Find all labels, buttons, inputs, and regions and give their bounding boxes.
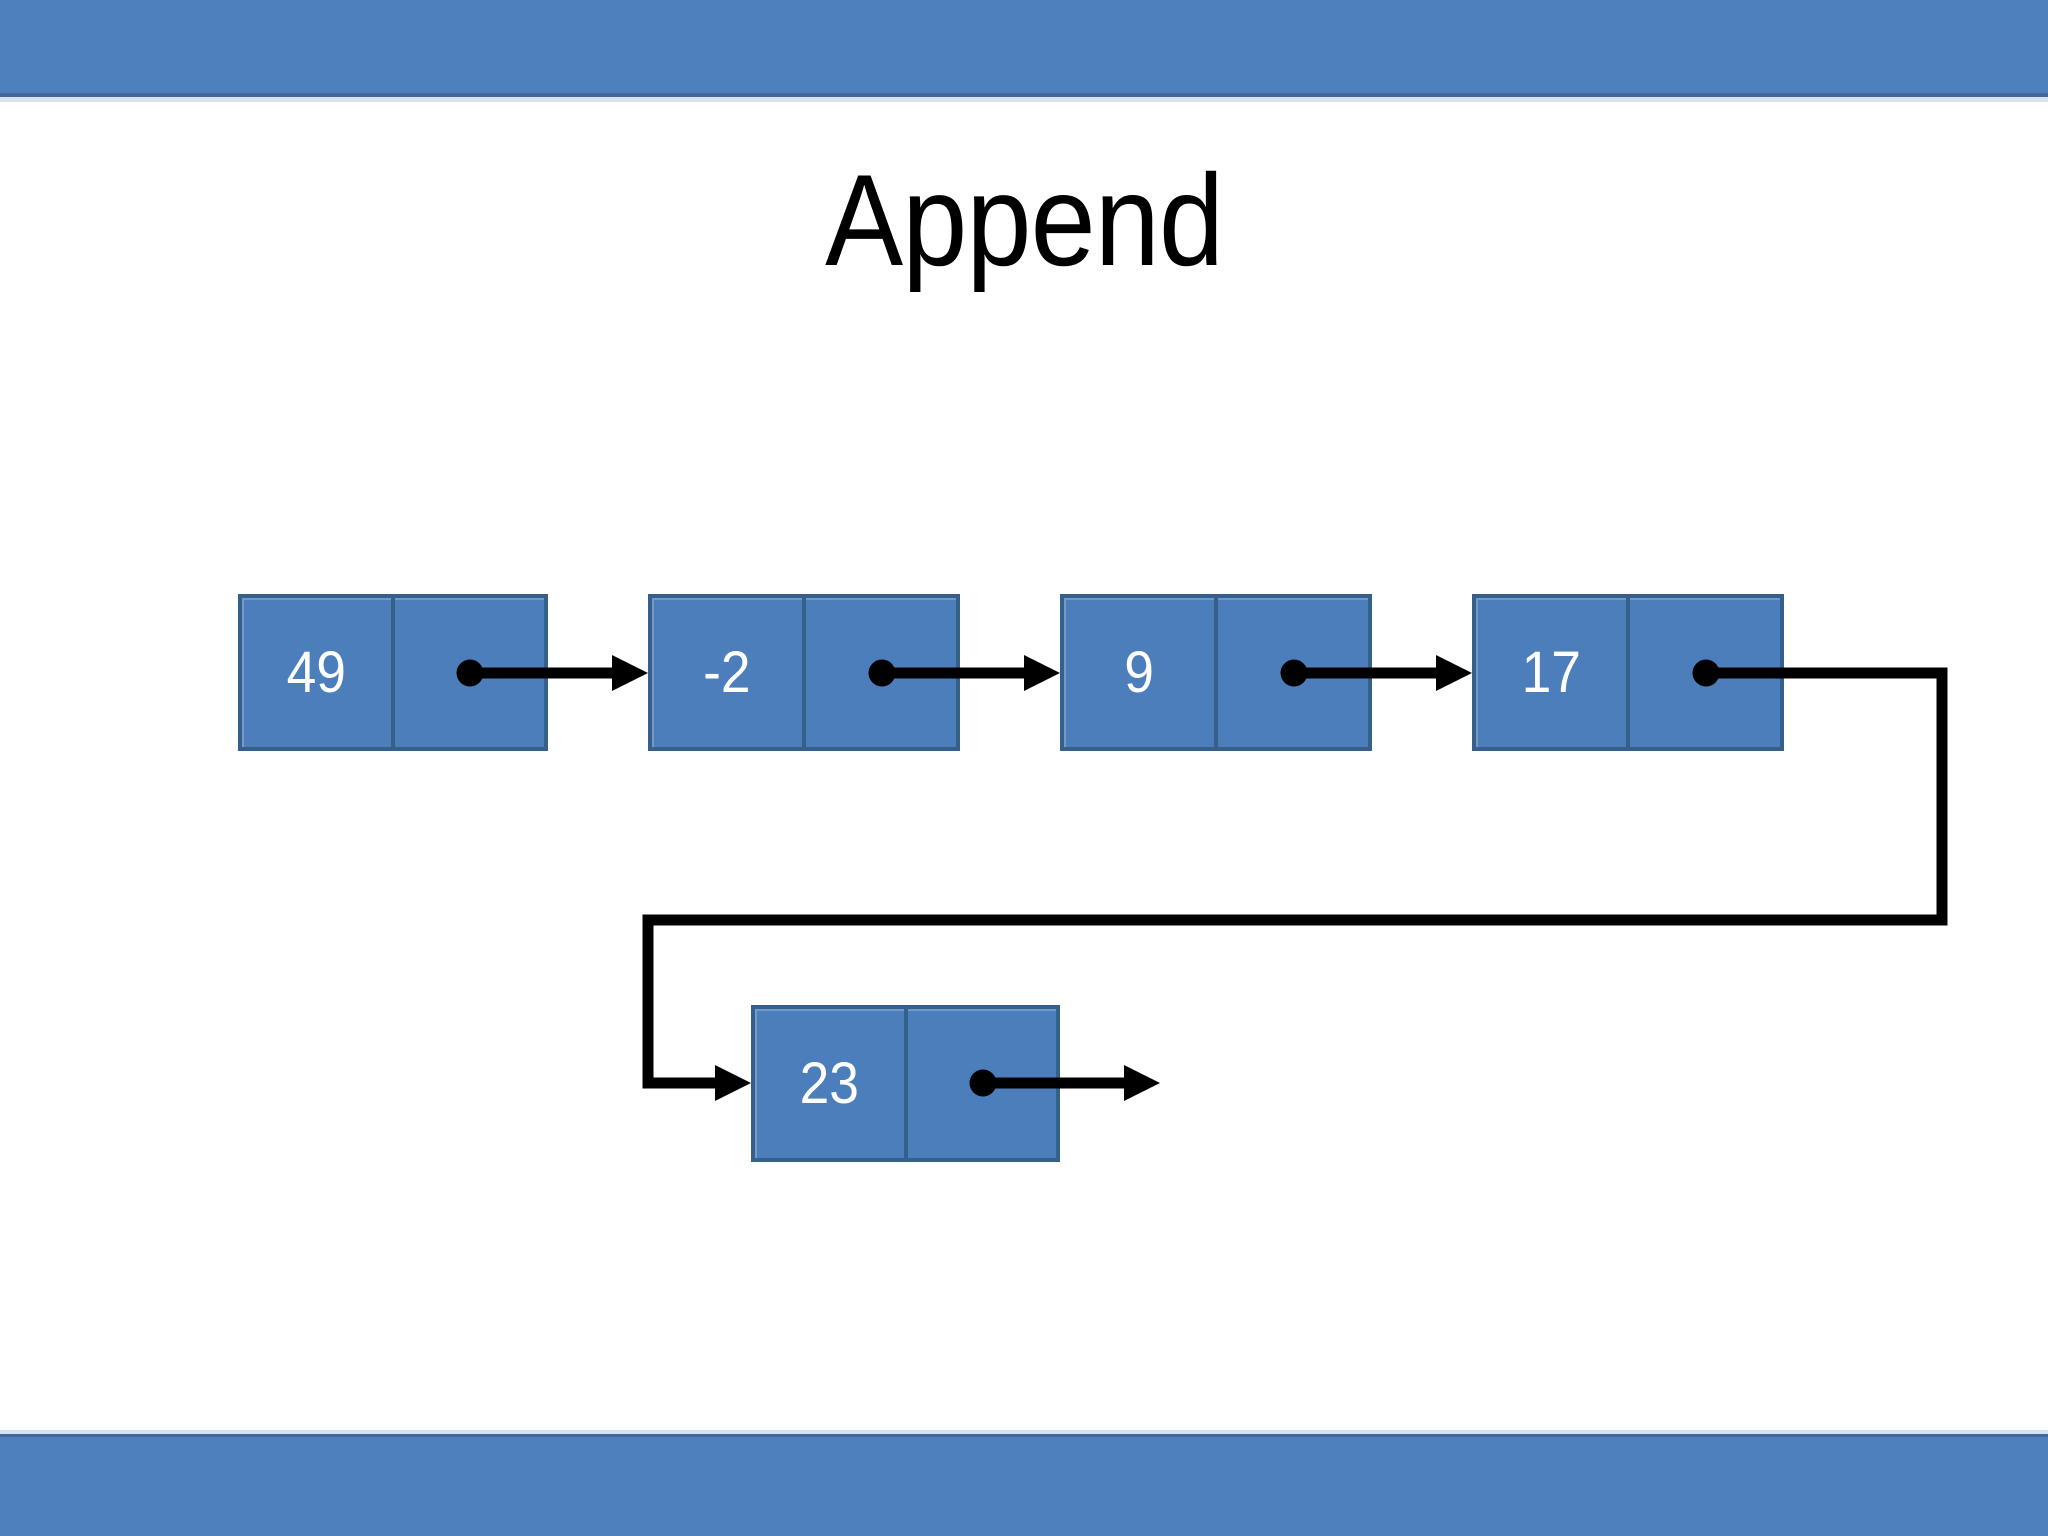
node-23-value: 23 xyxy=(799,1050,859,1116)
node-23-value-cell: 23 xyxy=(755,1009,904,1158)
node-17-value-cell: 17 xyxy=(1476,598,1626,747)
arrowhead-9-to-17 xyxy=(1436,655,1472,691)
list-node-49: 49 xyxy=(238,594,548,751)
node-9-value-cell: 9 xyxy=(1064,598,1214,747)
slide-title-text: Append xyxy=(825,147,1224,293)
node-17-value: 17 xyxy=(1521,639,1581,705)
arrowhead-17-to-23 xyxy=(715,1065,751,1101)
node--2-value-cell: -2 xyxy=(652,598,802,747)
node-9-pointer-cell xyxy=(1214,598,1368,747)
list-node--2: -2 xyxy=(648,594,960,751)
list-node-17: 17 xyxy=(1472,594,1784,751)
node-9-value: 9 xyxy=(1124,639,1154,705)
arrowhead--2-to-9 xyxy=(1024,655,1060,691)
node--2-pointer-cell xyxy=(802,598,956,747)
list-node-9: 9 xyxy=(1060,594,1372,751)
node-49-value: 49 xyxy=(286,639,347,705)
node-23-pointer-cell xyxy=(903,1009,1057,1158)
arrowhead-23-to-null xyxy=(1124,1065,1160,1101)
list-node-23: 23 xyxy=(751,1005,1060,1162)
node-49-value-cell: 49 xyxy=(242,598,391,747)
bottom-accent-bar xyxy=(0,1434,2048,1536)
slide-title: Append xyxy=(0,155,2048,285)
node--2-value: -2 xyxy=(703,639,751,705)
top-accent-bar xyxy=(0,0,2048,97)
top-bar-highlight xyxy=(0,97,2048,102)
node-49-pointer-cell xyxy=(391,598,544,747)
node-17-pointer-cell xyxy=(1626,598,1780,747)
arrowhead-49-to--2 xyxy=(612,655,648,691)
bottom-bar-highlight xyxy=(0,1430,2048,1434)
